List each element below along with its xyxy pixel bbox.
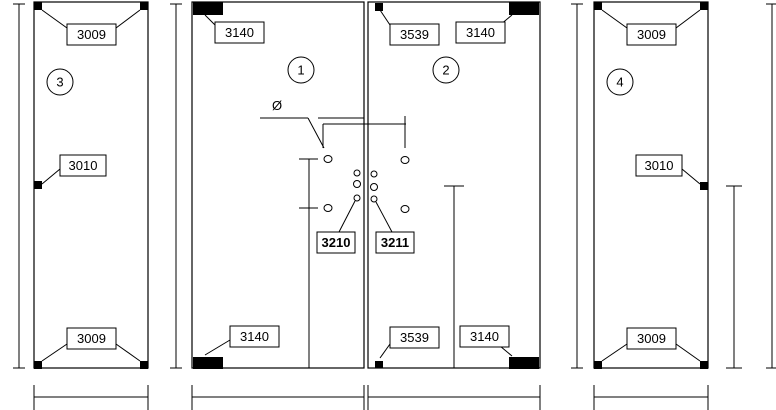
label-3009-bottom: 3009 <box>66 327 117 350</box>
svg-text:3: 3 <box>56 75 63 90</box>
svg-text:3009: 3009 <box>637 27 666 42</box>
panel-1: 3140 3140 1 Ø 3210 <box>191 1 365 369</box>
corner-fitting <box>34 361 42 369</box>
corner-fitting <box>34 2 42 10</box>
svg-text:3211: 3211 <box>381 235 409 250</box>
corner-fitting <box>375 3 383 11</box>
bottom-patch-fitting <box>509 357 539 369</box>
panel-number-1: 1 <box>287 56 315 84</box>
hole <box>353 169 361 177</box>
diameter-symbol: Ø <box>272 98 282 113</box>
svg-text:3539: 3539 <box>400 27 429 42</box>
panel-4: 3009 3010 3009 4 <box>593 1 709 369</box>
hole <box>370 195 378 203</box>
svg-text:3140: 3140 <box>470 329 499 344</box>
panel-3-glass <box>33 1 149 369</box>
svg-text:3010: 3010 <box>645 158 674 173</box>
hole <box>370 170 378 178</box>
mid-fitting <box>34 181 42 189</box>
svg-text:2: 2 <box>442 63 449 78</box>
bottom-patch-fitting <box>193 357 223 369</box>
label-3010: 3010 <box>59 154 107 177</box>
panel-2: 3539 3140 3539 3140 2 <box>322 1 541 369</box>
hole <box>353 180 361 188</box>
corner-fitting <box>375 361 383 368</box>
svg-text:3210: 3210 <box>322 235 351 250</box>
hole <box>370 183 378 191</box>
corner-fitting <box>140 361 148 369</box>
label-3009-top: 3009 <box>626 23 677 46</box>
svg-text:3539: 3539 <box>400 330 429 345</box>
hole <box>323 155 333 163</box>
dimension-lines-vertical <box>13 3 776 369</box>
svg-text:3140: 3140 <box>466 25 495 40</box>
label-3140-bottom-right: 3140 <box>459 325 510 348</box>
panel-1-glass <box>191 1 365 369</box>
panel-number-2: 2 <box>432 56 460 84</box>
label-3210: 3210 <box>316 231 356 254</box>
svg-text:3140: 3140 <box>225 25 254 40</box>
corner-fitting <box>140 2 148 10</box>
corner-fitting <box>594 2 602 10</box>
corner-fitting <box>594 361 602 369</box>
top-patch-fitting <box>509 2 539 15</box>
label-3009-bottom: 3009 <box>626 327 677 350</box>
corner-fitting <box>700 2 708 10</box>
corner-fitting <box>700 361 708 369</box>
panel-4-glass <box>593 1 709 369</box>
svg-text:3140: 3140 <box>240 329 269 344</box>
panel-number-4: 4 <box>606 68 634 96</box>
label-3140-top-right: 3140 <box>455 21 506 44</box>
label-3140-bottom: 3140 <box>229 325 280 348</box>
hole <box>353 194 361 202</box>
svg-text:4: 4 <box>616 75 623 90</box>
label-3539-top: 3539 <box>389 23 440 46</box>
svg-text:3009: 3009 <box>637 331 666 346</box>
svg-text:3009: 3009 <box>77 27 106 42</box>
hole <box>400 205 410 213</box>
label-3539-bottom: 3539 <box>389 326 440 349</box>
label-3140-top: 3140 <box>214 21 265 44</box>
label-3211: 3211 <box>375 231 415 254</box>
hole <box>323 204 333 212</box>
svg-text:3010: 3010 <box>69 158 98 173</box>
mid-fitting <box>700 182 708 190</box>
svg-text:1: 1 <box>297 63 304 78</box>
label-3009-top: 3009 <box>66 23 117 46</box>
top-patch-fitting <box>193 2 223 15</box>
dimension-lines-horizontal <box>33 385 709 410</box>
svg-text:3009: 3009 <box>77 331 106 346</box>
panel-3: 3009 3010 3009 3 <box>33 1 149 369</box>
label-3010: 3010 <box>635 154 683 177</box>
hole <box>400 156 410 164</box>
panel-number-3: 3 <box>46 68 74 96</box>
